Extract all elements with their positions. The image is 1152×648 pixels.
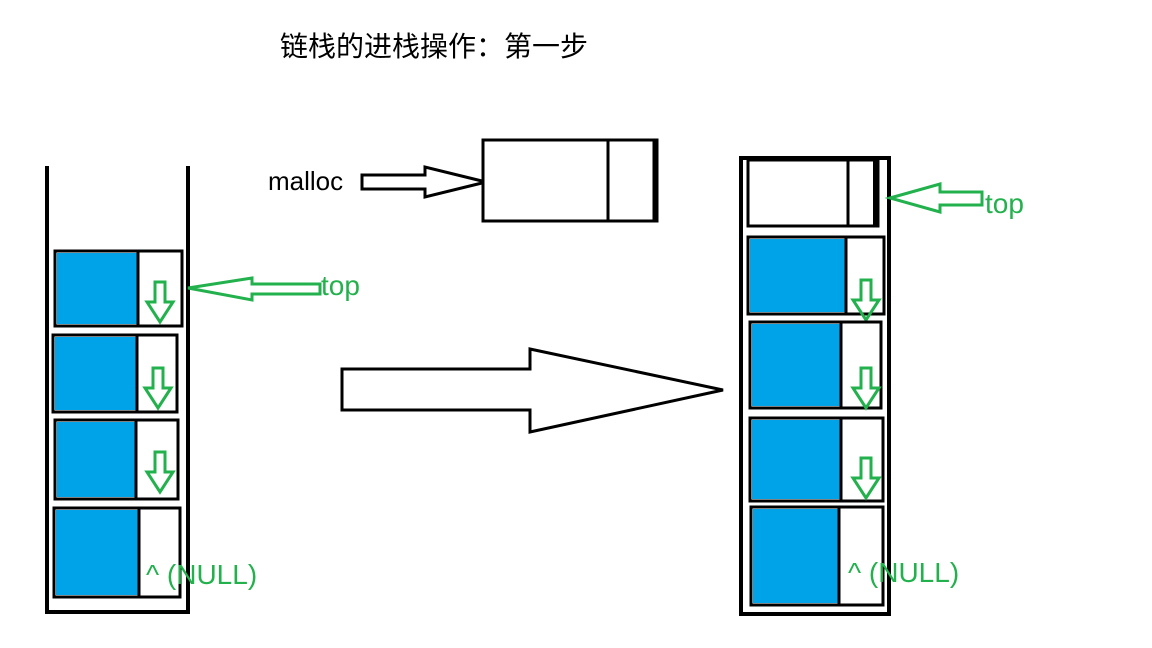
left-top-label: top <box>321 270 360 301</box>
left-node-1 <box>53 249 184 328</box>
malloc-label: malloc <box>268 166 343 196</box>
left-node-2-data <box>55 337 136 410</box>
right-top-arrow <box>884 182 984 214</box>
right-stack: top ^ (NULL) <box>739 156 1024 616</box>
right-node-2-data <box>752 324 840 406</box>
right-top-label: top <box>985 188 1024 219</box>
right-node-1 <box>746 235 886 322</box>
left-null-label: ^ (NULL) <box>146 559 257 590</box>
left-stack: top ^ (NULL) <box>45 166 360 614</box>
right-node-3-data <box>752 420 840 499</box>
right-node-4 <box>749 505 885 607</box>
new-node <box>481 138 659 223</box>
transition-arrow <box>340 347 724 434</box>
right-node-new <box>746 158 880 228</box>
right-node-3 <box>748 416 885 503</box>
left-node-1-data <box>57 253 138 324</box>
right-null-label: ^ (NULL) <box>848 557 959 588</box>
left-node-2 <box>51 333 179 414</box>
malloc-arrow <box>360 165 487 199</box>
left-node-4-data <box>56 510 138 595</box>
malloc-section: malloc <box>268 138 659 223</box>
left-node-4 <box>52 506 182 599</box>
left-stack-container <box>45 166 190 614</box>
left-node-3 <box>53 418 180 501</box>
diagram-title: 链栈的进栈操作：第一步 <box>280 30 588 63</box>
right-node-2 <box>748 320 883 410</box>
left-top-arrow <box>187 276 322 302</box>
left-node-3-data <box>57 422 136 497</box>
right-node-1-data <box>750 239 846 312</box>
right-stack-container <box>739 156 891 616</box>
right-node-4-data <box>753 509 838 603</box>
